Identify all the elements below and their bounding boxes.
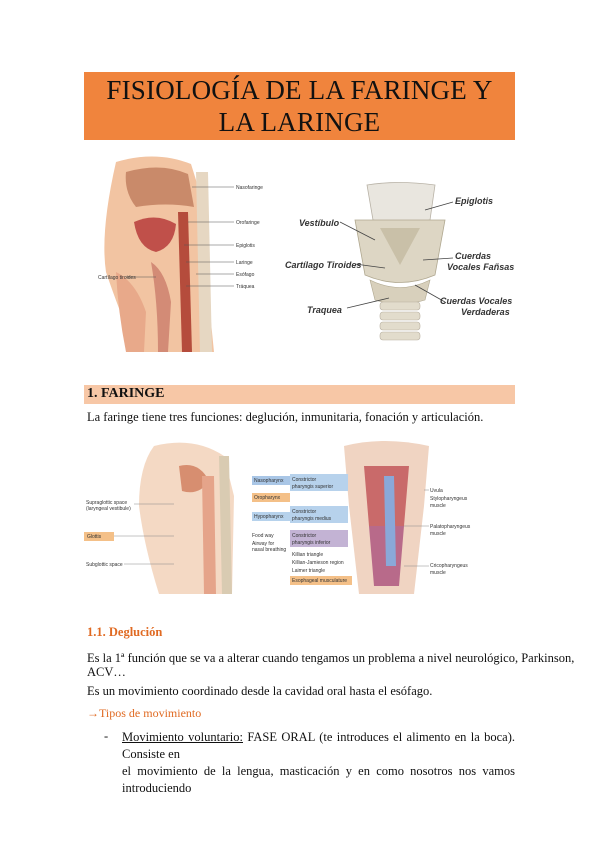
label-palato-1: Palatopharyngeus [430, 524, 471, 530]
title-banner: FISIOLOGÍA DE LA FARINGE Y LA LARINGE [84, 72, 515, 140]
label-esofago: Esófago [236, 272, 255, 278]
label-cinf-1: Constrictor [292, 533, 317, 539]
label-cartilago-tiroides-2: Cartílago Tiroides [285, 260, 361, 270]
label-cinf-2: pharyngis inferior [292, 540, 331, 546]
label-subglottic: Subglottic space [86, 562, 123, 568]
label-traquea-2: Traquea [307, 305, 342, 315]
bullet-dash: - [104, 729, 109, 743]
bullet-text-line-1: FASE ORAL (te introduces el alimento en … [122, 730, 515, 761]
label-cmed-2: pharyngis medius [292, 516, 332, 522]
label-laimer: Laimer triangle [292, 568, 325, 574]
label-airway-1: Airway for [252, 541, 275, 547]
label-palato-2: muscle [430, 531, 446, 537]
pharynx-sagittal-illustration: Nasofaringe Orofaringe Epiglotis Laringe… [98, 156, 263, 352]
label-stylo-1: Stylopharyngeus [430, 496, 468, 502]
label-orofaringe: Orofaringe [236, 220, 260, 226]
title-line-2: LA LARINGE [218, 107, 381, 137]
label-cuerdas-falsas-1: Cuerdas [455, 251, 491, 261]
label-airway-2: nasal breathing [252, 547, 286, 553]
label-nasofaringe: Nasofaringe [236, 185, 263, 191]
label-stylo-2: muscle [430, 503, 446, 509]
pharynx-muscles-illustration: Supraglottic space (laryngeal vestibule)… [84, 436, 516, 594]
bullet-label: Movimiento voluntario: [122, 730, 243, 744]
label-cuerdas-verdaderas-2: Verdaderas [461, 307, 510, 317]
label-crico-1: Cricopharyngeus [430, 563, 468, 569]
label-supraglottic-1: Supraglottic space [86, 500, 127, 506]
label-uvula: Uvula [430, 488, 443, 494]
paragraph-2: Es un movimiento coordinado desde la cav… [87, 684, 433, 698]
label-cuerdas-verdaderas-1: Cuerdas Vocales [440, 296, 512, 306]
larynx-illustration: Vestíbulo Epiglotis Cartílago Tiroides C… [285, 182, 514, 341]
label-epiglotis: Epiglotis [236, 243, 255, 249]
label-epiglotis-2: Epiglotis [455, 196, 493, 206]
bullet-text-line-2: el movimiento de la lengua, masticación … [122, 764, 515, 795]
label-glottis: Glottis [87, 534, 102, 540]
tipos-movimiento-heading: →Tipos de movimiento [87, 706, 202, 720]
label-killian: Killian triangle [292, 552, 323, 558]
label-traquea: Tráquea [236, 284, 255, 290]
paragraph-1-line-1: Es la 1ª función que se va a alterar cua… [87, 651, 575, 665]
label-crico-2: muscle [430, 570, 446, 576]
label-laringe: Laringe [236, 260, 253, 266]
label-killian-jamieson: Killian-Jamieson region [292, 560, 344, 566]
label-cmed-1: Constrictor [292, 509, 317, 515]
label-vestibulo: Vestíbulo [299, 218, 340, 228]
paragraph-1-line-2: ACV… [87, 665, 126, 679]
label-cartilago-tiroides: Cartílago tiroides [98, 275, 136, 281]
intro-paragraph: La faringe tiene tres funciones: degluci… [87, 410, 484, 424]
label-csup-2: pharyngis superior [292, 484, 333, 490]
label-food-way: Food way [252, 533, 274, 539]
label-esophageal: Esophageal musculature [292, 578, 347, 584]
section-heading-faringe: 1. FARINGE [84, 385, 515, 404]
title-line-1: FISIOLOGÍA DE LA FARINGE Y [106, 75, 493, 105]
label-hypopharynx: Hypopharynx [254, 514, 284, 520]
label-nasopharynx: Nasopharynx [254, 478, 284, 484]
section-heading-text: 1. FARINGE [87, 386, 165, 401]
label-oropharynx: Oropharynx [254, 495, 281, 501]
label-csup-1: Constrictor [292, 477, 317, 483]
label-cuerdas-falsas-2: Vocales Fañsas [447, 262, 514, 272]
subsection-heading-deglucion: 1.1. Deglución [87, 625, 163, 639]
bullet-item: Movimiento voluntario: FASE ORAL (te int… [122, 729, 515, 797]
label-supraglottic-2: (laryngeal vestibule) [86, 506, 131, 512]
